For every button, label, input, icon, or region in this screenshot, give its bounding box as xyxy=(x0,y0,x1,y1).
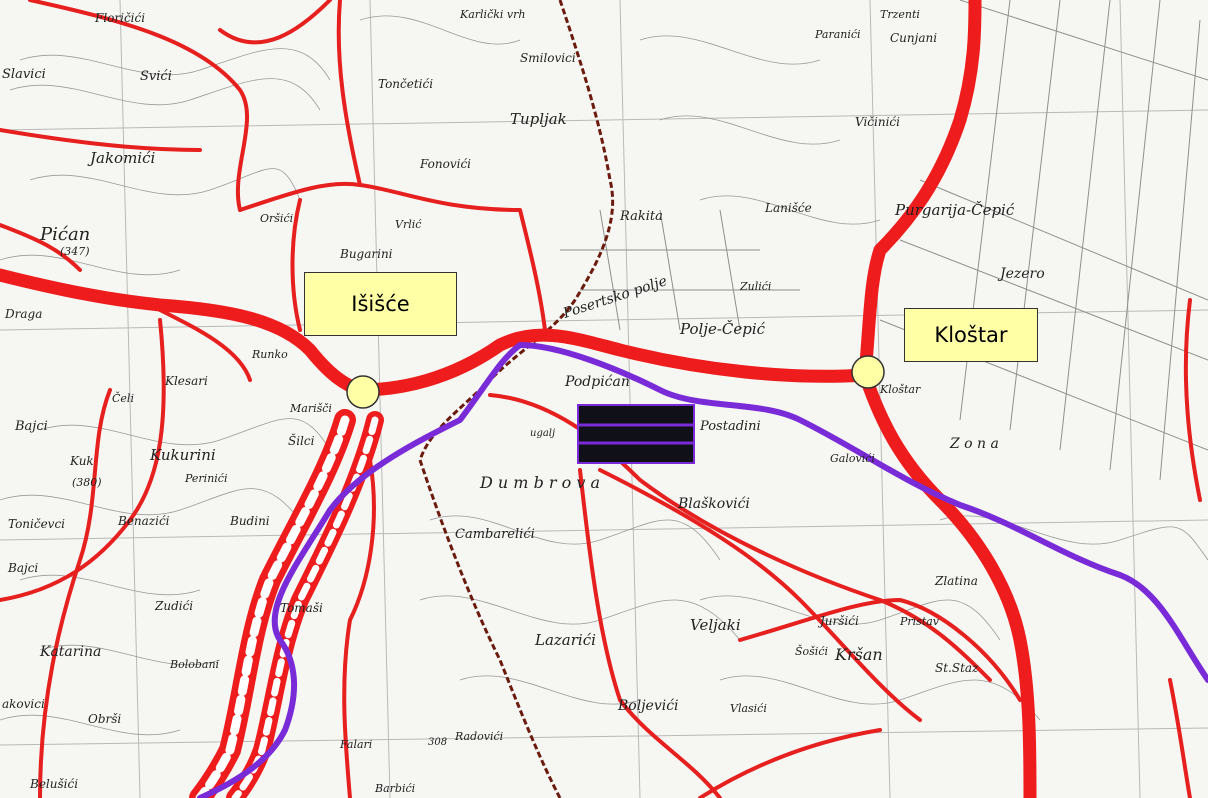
label-kuk: Kuk xyxy=(69,454,94,468)
label-zona: Z o n a xyxy=(949,436,999,452)
circle-node-icon[interactable] xyxy=(346,375,380,409)
label-tupljak: Tupljak xyxy=(510,110,567,128)
terrain-contours xyxy=(0,15,1208,736)
label-jursici: Juršići xyxy=(817,614,859,628)
label-veljaki: Veljaki xyxy=(690,616,741,634)
label-krsan: Kršan xyxy=(834,645,883,664)
label-pristav: Pristav xyxy=(899,615,940,628)
label-orsici: Oršići xyxy=(260,212,293,225)
label-marisci: Marišči xyxy=(289,402,332,415)
label-floricici: Floričići xyxy=(94,11,145,25)
label-cambarelici: Cambarelići xyxy=(455,527,535,542)
callout-isisce[interactable]: Išišće xyxy=(304,272,457,336)
label-purgarija: Purgarija-Čepić xyxy=(894,200,1015,219)
railway-lines xyxy=(418,0,615,798)
label-sv-elev: 308 xyxy=(428,737,447,748)
label-karlicki-vrh: Karlički vrh xyxy=(459,8,525,21)
label-benazici: Benazići xyxy=(117,514,170,528)
label-vicinici: Vičinići xyxy=(855,115,900,129)
label-bajci2: Bajci xyxy=(7,561,38,575)
label-vlasici: Vlasići xyxy=(730,702,767,715)
label-klesari: Klesari xyxy=(164,374,208,388)
label-tomasi: Tomaši xyxy=(280,601,323,615)
label-obrsi: Obrši xyxy=(88,712,121,726)
label-budini: Budini xyxy=(229,514,270,528)
label-perinici: Perinići xyxy=(184,472,227,485)
label-polje-cepic: Polje-Čepić xyxy=(679,319,766,338)
label-falari: Falari xyxy=(339,738,372,751)
label-st-staz: St.Staz xyxy=(935,661,979,675)
callout-klostar[interactable]: Kloštar xyxy=(904,308,1038,362)
label-podpican: Podpićan xyxy=(564,374,630,390)
callout-isisce-label: Išišće xyxy=(351,292,410,316)
label-boljevici: Boljevići xyxy=(617,698,679,714)
label-tonicevci: Toničevci xyxy=(8,517,65,531)
label-ugalj: ugalj xyxy=(530,428,555,439)
label-dumbrova: D u m b r o v a xyxy=(479,473,600,492)
label-cunjani: Cunjani xyxy=(890,31,937,45)
label-jakovici: akovici xyxy=(2,697,45,711)
field-grid xyxy=(560,0,1208,481)
label-bajci: Bajci xyxy=(14,419,48,434)
label-zlatina: Zlatina xyxy=(934,574,978,588)
label-paranici: Paranići xyxy=(814,28,861,41)
label-kuk-elev: (380) xyxy=(72,476,102,489)
label-smilovici: Smilovici xyxy=(520,51,576,65)
place-labels: Floričići Slavici Svići Jakomići Pićan (… xyxy=(2,8,1045,795)
label-trzenti: Trzenti xyxy=(880,8,920,21)
label-katarina: Katarina xyxy=(39,644,101,660)
label-pican: Pićan xyxy=(39,224,90,245)
label-radovici: Radovići xyxy=(454,730,503,743)
label-klostar-map: Kloštar xyxy=(879,383,921,396)
label-belusici: Belušići xyxy=(29,777,78,791)
label-runko: Runko xyxy=(251,348,288,361)
label-lazarici: Lazarići xyxy=(534,631,596,649)
label-jezero: Jezero xyxy=(997,266,1045,282)
label-draga: Draga xyxy=(4,307,42,321)
purple-route xyxy=(197,342,1208,798)
callout-klostar-label: Kloštar xyxy=(934,323,1008,347)
label-pican-elev: (347) xyxy=(60,245,90,258)
label-silci: Šilci xyxy=(288,432,315,448)
label-zulici: Zulići xyxy=(739,280,771,293)
label-slavici: Slavici xyxy=(2,67,46,82)
circle-node-icon[interactable] xyxy=(851,355,885,389)
label-barbici: Barbići xyxy=(374,782,415,795)
label-sosici: Šošići xyxy=(795,644,828,658)
label-celi: Čeli xyxy=(112,391,134,405)
label-toncetici: Tončetići xyxy=(378,77,433,91)
label-lanisce: Lanišće xyxy=(764,201,812,215)
label-bolobani: Bolobani xyxy=(169,658,219,671)
label-rakita: Rakita xyxy=(619,209,663,224)
label-svici: Svići xyxy=(140,69,172,84)
label-kukurini: Kukurini xyxy=(149,446,216,464)
label-zudici: Zudići xyxy=(154,599,193,613)
station-block-icon[interactable] xyxy=(577,404,695,464)
label-blaskovici: Blaškovići xyxy=(677,496,750,512)
label-jakomici: Jakomići xyxy=(87,149,155,167)
label-vrlic: Vrlić xyxy=(395,218,422,231)
label-fonovici: Fonovići xyxy=(419,157,471,171)
label-bugarini: Bugarini xyxy=(339,247,393,261)
label-galovici: Galovići xyxy=(830,452,875,465)
label-postadini: Postadini xyxy=(699,419,761,434)
